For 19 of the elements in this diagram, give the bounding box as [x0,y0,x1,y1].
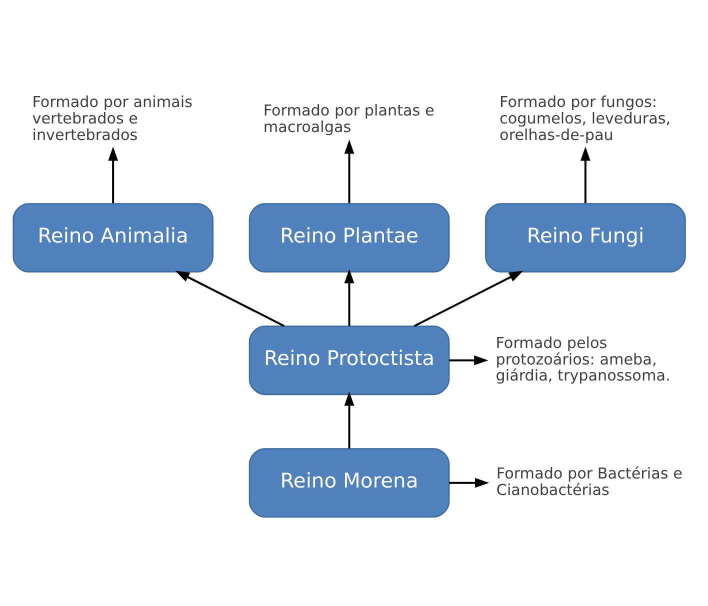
arrow [344,268,354,326]
arrow [449,477,490,488]
arrow [449,354,488,365]
arrow [344,391,354,448]
arrow [344,139,354,203]
node-box: Reino Animalia [12,202,214,272]
node-text: Formado por fungos: cogumelos, leveduras, orelhas-de-pau [500,92,671,144]
arrow [414,270,524,326]
node-box: Reino Plantae [248,202,450,272]
node-text: Formado por Bactérias e Cianobactérias [496,464,682,498]
arrow [175,270,285,326]
node-box: Reino Morena [248,448,450,518]
arrow [108,146,118,203]
node-text: Formado por animais vertebrados e invertebrados [32,92,192,144]
node-text: Formado por plantas e macroalgas [263,100,434,136]
arrow [580,146,590,203]
node-text: Formado pelos protozoários: ameba, giárdia, trypanossoma. [496,333,670,384]
node-box: Reino Fungi [485,202,686,272]
node-box: Reino Protoctista [248,325,450,395]
